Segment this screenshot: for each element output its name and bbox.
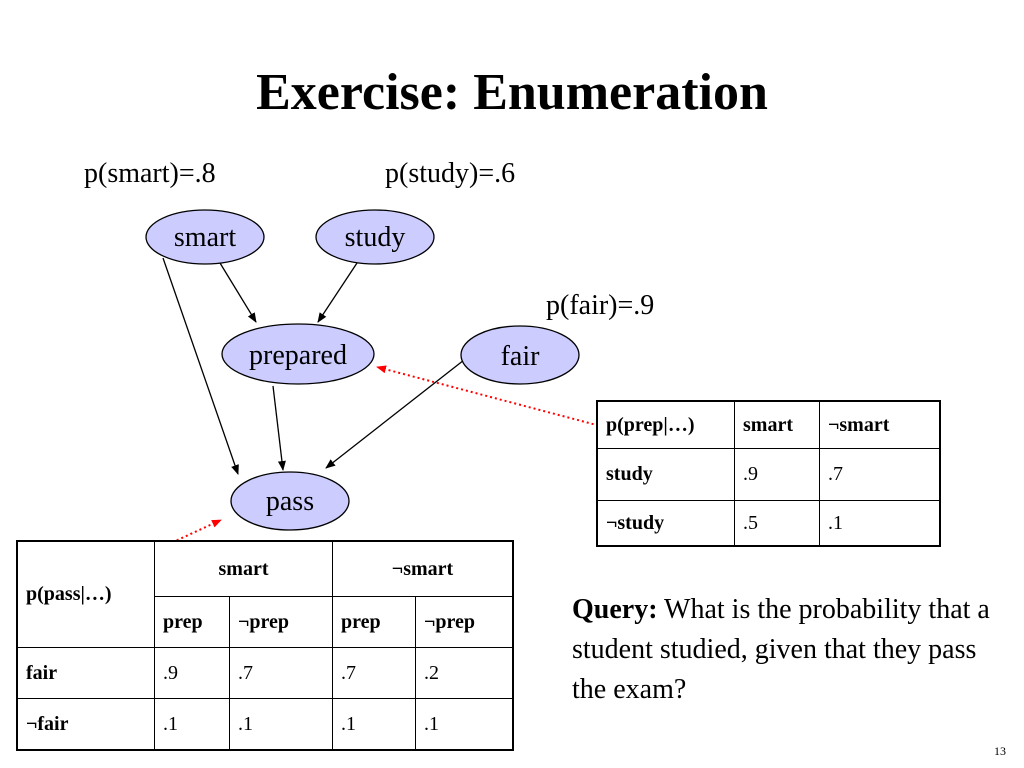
prior-fair: p(fair)=.9 — [546, 290, 655, 321]
prep-cpt-table: p(prep|…) smart ¬smart study .9 .7 ¬stud… — [596, 400, 941, 547]
pass-cpt-table: p(pass|…) smart ¬smart prep ¬prep prep ¬… — [16, 540, 514, 751]
pass-table-group-smart: smart — [154, 540, 333, 597]
pass-table-cell: .2 — [415, 647, 514, 699]
pass-table-subheader: prep — [332, 596, 416, 648]
slide-title: Exercise: Enumeration — [256, 64, 768, 121]
node-prepared: prepared — [221, 323, 375, 385]
prep-table-row-label: study — [596, 448, 735, 501]
node-fair-label: fair — [501, 341, 541, 372]
query-text: Query: What is the probability that a st… — [572, 590, 992, 710]
pass-table-cell: .1 — [154, 698, 230, 751]
pass-table-cell: .1 — [332, 698, 416, 751]
node-prepared-label: prepared — [249, 340, 347, 371]
prep-table-corner: p(prep|…) — [596, 400, 735, 449]
prep-table-row-label: ¬study — [596, 500, 735, 547]
edge-smart-pass — [162, 257, 239, 475]
pass-table-cell: .9 — [154, 647, 230, 699]
prep-table-cell: .1 — [819, 500, 941, 547]
pass-table-subheader: ¬prep — [415, 596, 514, 648]
prep-table-cell: .5 — [734, 500, 820, 547]
table-row: p(prep|…) smart ¬smart — [596, 400, 941, 449]
table-row: ¬fair .1 .1 .1 .1 — [16, 698, 514, 751]
node-pass: pass — [230, 471, 350, 531]
table-row: study .9 .7 — [596, 448, 941, 501]
edge-prepared-pass — [272, 385, 286, 471]
prep-table-cell: .7 — [819, 448, 941, 501]
node-study: study — [315, 209, 435, 265]
pass-table-subheader: ¬prep — [229, 596, 333, 648]
node-pass-label: pass — [266, 486, 314, 517]
query-body: What is the probability that a student s… — [572, 594, 990, 705]
link-pass-table — [94, 519, 222, 579]
pass-table-group-not-smart: ¬smart — [332, 540, 514, 597]
edge-study-prepared — [317, 262, 358, 323]
pass-table-row-label: fair — [16, 647, 155, 699]
prep-table-cell: .9 — [734, 448, 820, 501]
table-row: p(pass|…) smart ¬smart — [16, 540, 514, 648]
prior-study: p(study)=.6 — [385, 158, 516, 189]
prep-table-col-smart: smart — [734, 400, 820, 449]
table-row: fair .9 .7 .7 .2 — [16, 647, 514, 699]
page-number: 13 — [994, 744, 1006, 758]
node-smart-label: smart — [174, 222, 236, 253]
pass-table-subheader: prep — [154, 596, 230, 648]
pass-table-row-label: ¬fair — [16, 698, 155, 751]
node-smart: smart — [145, 209, 265, 265]
query-label: Query: — [572, 594, 658, 625]
prep-table-col-not-smart: ¬smart — [819, 400, 941, 449]
node-fair: fair — [460, 325, 580, 385]
prior-smart: p(smart)=.8 — [84, 158, 216, 189]
table-row: ¬study .5 .1 — [596, 500, 941, 547]
pass-table-cell: .7 — [332, 647, 416, 699]
pass-table-corner: p(pass|…) — [16, 540, 155, 648]
edge-fair-pass — [325, 359, 465, 469]
pass-table-cell: .1 — [229, 698, 333, 751]
pass-table-cell: .1 — [415, 698, 514, 751]
pass-table-cell: .7 — [229, 647, 333, 699]
node-study-label: study — [345, 222, 406, 253]
edge-smart-prepared — [219, 262, 257, 323]
